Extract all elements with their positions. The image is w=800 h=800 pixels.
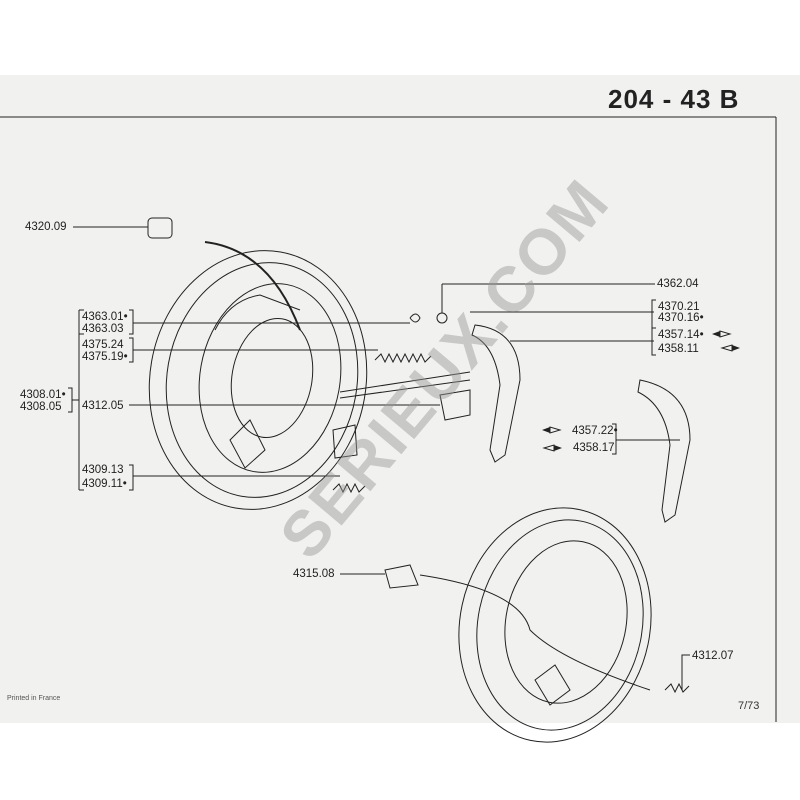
printed-in-france: Printed in France (7, 695, 61, 702)
catalog-sheet (0, 75, 800, 723)
clip-part (439, 389, 471, 421)
title-separator: - (662, 84, 673, 114)
part-label: 4308.05 (20, 401, 62, 413)
handbrake-cable (419, 574, 651, 691)
page-number: 7/73 (738, 700, 760, 712)
part-label: 4370.21 (658, 301, 700, 313)
part-label: 4309.13 (82, 464, 124, 476)
plate-number: 43 B (680, 84, 740, 114)
bleed-screw-part (147, 217, 173, 239)
clip-4363 (409, 313, 421, 323)
part-label: 4357.14• (658, 329, 704, 341)
page-title: 204 - 43 B (608, 84, 739, 115)
part-label: 4312.05 (82, 400, 124, 412)
return-spring (374, 352, 432, 364)
part-label: 4357.22• (572, 425, 618, 437)
upper-brake-drum (148, 250, 368, 510)
part-label: 4358.17 (573, 442, 615, 454)
lever-part (332, 424, 358, 459)
adjuster-strut (339, 371, 471, 399)
part-label: 4358.11 (658, 343, 699, 355)
part-label: 4362.04 (657, 278, 699, 290)
part-label: 4375.24 (82, 339, 124, 351)
brake-shoe-upper (471, 324, 521, 463)
part-label: 4363.01• (82, 311, 128, 323)
part-label: 4309.11• (82, 478, 127, 490)
model-number: 204 (608, 84, 655, 114)
rotation-arrow (204, 241, 301, 331)
part-label: 4375.19• (82, 351, 128, 363)
part-label: 4363.03 (82, 323, 124, 335)
lower-spring (332, 482, 366, 494)
part-label: 4370.16• (658, 312, 704, 324)
lower-brake-drum (458, 507, 652, 743)
brake-shoe-lower (637, 379, 691, 523)
part-label: 4315.08 (293, 568, 335, 580)
part-label: 4312.07 (692, 650, 734, 662)
direction-arrows (542, 330, 740, 452)
spring-4312-07 (664, 682, 690, 694)
part-label: 4308.01• (20, 389, 66, 401)
cable-guide-part (384, 564, 419, 589)
part-label: 4320.09 (25, 221, 67, 233)
